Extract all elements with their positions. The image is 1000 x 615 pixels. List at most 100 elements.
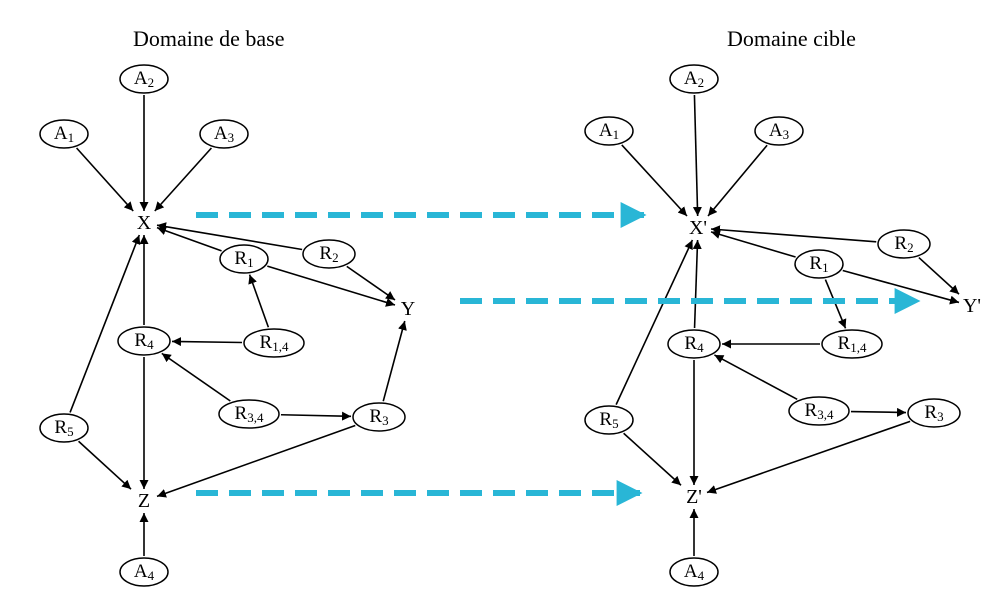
base-node-a1-index: 1 [67, 130, 75, 145]
base-node-r5-index: 5 [67, 424, 74, 439]
base-node-oval-a1 [39, 119, 89, 149]
domain-mapping-arrows [196, 202, 921, 506]
target-edge-r4-to-x [692, 239, 702, 329]
base-domain-edges [69, 95, 407, 556]
base-edge-r34-to-r3 [280, 411, 352, 421]
target-node-r34-index: 3,4 [817, 407, 834, 422]
target-node-r2: R2 [894, 234, 913, 254]
target-edge-r34-to-r4 [714, 354, 798, 401]
base-node-a3-letter: A [213, 123, 228, 144]
base-node-r4-index: 4 [147, 337, 154, 352]
base-node-a1-letter: A [53, 123, 68, 144]
target-node-oval-a1 [584, 116, 634, 146]
base-node-r5-letter: R [54, 417, 68, 438]
base-node-r2-letter: R [319, 243, 333, 264]
base-edge-r2-to-x [156, 222, 303, 251]
base-node-r14-letter: R [259, 332, 273, 353]
target-node-oval-r5 [584, 405, 634, 435]
target-edge-r34-to-r3 [850, 407, 907, 417]
target-node-a3: A3 [769, 121, 789, 141]
base-node-oval-a4 [119, 557, 169, 587]
target-node-r5-letter: R [599, 409, 613, 430]
target-edge-r2-to-y [918, 256, 960, 295]
target-node-oval-r2 [877, 229, 931, 259]
base-node-r34: R3,4 [235, 404, 264, 424]
base-node-r3-letter: R [369, 406, 383, 427]
target-node-r3: R3 [924, 403, 943, 423]
base-node-r14: R1,4 [260, 333, 289, 353]
target-node-a2: A2 [684, 69, 704, 89]
base-node-x: X [137, 213, 151, 233]
target-node-r1-letter: R [809, 253, 823, 274]
base-edge-r3-to-y [382, 320, 407, 402]
base-node-oval-a2 [119, 64, 169, 94]
base-node-oval-r2 [302, 239, 356, 269]
base-node-a4: A4 [134, 562, 154, 582]
base-node-a3: A3 [214, 124, 234, 144]
target-node-a1-letter: A [598, 120, 613, 141]
target-node-a4-index: 4 [697, 568, 705, 583]
target-node-oval-a4 [669, 557, 719, 587]
target-edge-a1-to-x [621, 144, 688, 217]
base-node-r4: R4 [134, 331, 153, 351]
target-node-r1: R1 [809, 254, 828, 274]
base-node-a4-letter: A [133, 561, 148, 582]
base-node-oval-r5 [39, 413, 89, 443]
base-node-oval-r34 [218, 399, 280, 429]
target-edge-a3-to-x [707, 144, 768, 217]
target-node-r14-letter: R [837, 333, 851, 354]
target-edge-r2-to-x [710, 225, 877, 243]
target-node-r5-index: 5 [612, 416, 619, 431]
target-node-y: Y' [963, 296, 981, 316]
target-node-oval-a3 [754, 116, 804, 146]
target-edge-r5-to-x [615, 239, 694, 405]
target-node-oval-r1 [794, 249, 844, 279]
base-node-y-letter: Y [400, 298, 416, 320]
base-edge-r14-to-r1 [248, 274, 270, 328]
target-node-a4: A4 [684, 562, 704, 582]
base-edge-r5-to-z [77, 440, 132, 490]
target-node-a1-index: 1 [612, 127, 620, 142]
target-node-oval-r3 [907, 398, 961, 428]
base-node-oval-r1 [219, 244, 269, 274]
target-node-a2-letter: A [683, 68, 698, 89]
base-node-a4-index: 4 [147, 568, 155, 583]
target-node-x: X' [689, 218, 707, 238]
base-node-oval-a3 [199, 119, 249, 149]
base-node-r1: R1 [234, 249, 253, 269]
target-node-r14-index: 1,4 [850, 340, 867, 355]
target-node-r3-letter: R [924, 402, 938, 423]
base-node-a1: A1 [54, 124, 74, 144]
target-node-z: Z' [686, 487, 702, 507]
target-domain-title: Domaine cible [727, 26, 856, 51]
base-node-r3-index: 3 [382, 413, 389, 428]
base-node-oval-r14 [243, 328, 305, 358]
base-node-r2-index: 2 [332, 250, 339, 265]
base-edge-a1-to-x [75, 147, 134, 212]
target-node-r34-letter: R [804, 400, 818, 421]
base-node-r14-index: 1,4 [272, 339, 289, 354]
base-node-oval-r3 [352, 402, 406, 432]
target-node-r34: R3,4 [805, 401, 834, 421]
target-node-oval-r4 [667, 329, 721, 359]
base-node-r4-letter: R [134, 330, 148, 351]
base-node-z: Z [138, 491, 150, 511]
target-node-a3-index: 3 [782, 127, 790, 142]
base-node-a3-index: 3 [227, 130, 235, 145]
target-node-y-letter: Y' [962, 295, 982, 317]
base-node-a2-index: 2 [147, 75, 155, 90]
base-node-r34-letter: R [234, 403, 248, 424]
target-node-r3-index: 3 [937, 409, 944, 424]
target-node-oval-a2 [669, 64, 719, 94]
target-edge-r3-to-z [706, 420, 911, 494]
target-node-r2-index: 2 [907, 240, 914, 255]
target-node-r5: R5 [599, 410, 618, 430]
relation-ovals [39, 64, 961, 587]
base-edge-a3-to-x [154, 147, 213, 212]
target-node-a2-index: 2 [697, 75, 705, 90]
base-node-r1-letter: R [234, 248, 248, 269]
target-node-a3-letter: A [768, 120, 783, 141]
base-domain-title: Domaine de base [133, 26, 285, 51]
base-node-r5: R5 [54, 418, 73, 438]
target-node-x-letter: X' [688, 217, 708, 239]
